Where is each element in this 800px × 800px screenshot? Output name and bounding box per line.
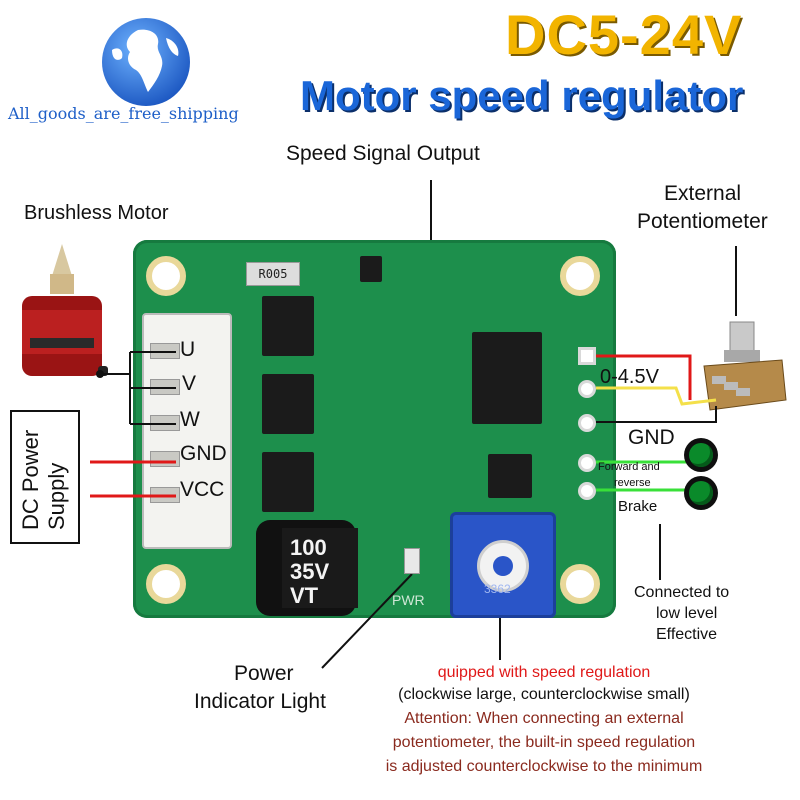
- attention-note-line2: potentiometer, the built-in speed regula…: [392, 734, 696, 751]
- speed-regulation-note: quipped with speed regulation: [437, 664, 651, 681]
- brake-label: Brake: [618, 498, 658, 515]
- direction-note: (clockwise large, counterclockwise small…: [398, 686, 690, 703]
- controller-ic: [472, 332, 542, 424]
- header-pad-4: [578, 454, 596, 472]
- speed-signal-output-label: Speed Signal Output: [286, 142, 480, 165]
- potentiometer-knob-slot: [493, 556, 513, 576]
- pwr-silkscreen: PWR: [392, 592, 425, 608]
- capacitor-value-line3: VT: [290, 583, 319, 608]
- capacitor-face: [282, 528, 358, 608]
- brushless-motor-icon: [22, 244, 108, 376]
- low-level-note-line3: Effective: [656, 626, 718, 643]
- external-potentiometer-label-line2: Potentiometer: [637, 210, 768, 233]
- mounting-hole-top-right: [560, 256, 600, 296]
- small-transistor: [360, 256, 382, 282]
- external-potentiometer-label-line1: External: [664, 182, 742, 205]
- power-led: [404, 548, 420, 574]
- attention-note-line1: Attention: When connecting an external: [404, 710, 684, 727]
- globe-logo-icon: [102, 18, 190, 106]
- pin-label-v: V: [182, 372, 197, 395]
- regulator-chip: [488, 454, 532, 498]
- attention-note-line3: is adjusted counterclockwise to the mini…: [385, 758, 703, 775]
- subtitle: Motor speed regulator: [300, 72, 744, 119]
- brushless-motor-label: Brushless Motor: [24, 202, 169, 224]
- voltage-range-label: 0-4.5V: [600, 366, 659, 388]
- potentiometer-code: 3362: [484, 582, 511, 596]
- resistor-r005: R005: [246, 262, 300, 286]
- mosfet-chip-2: [262, 374, 314, 434]
- external-potentiometer-icon: [703, 321, 787, 411]
- forward-reverse-switch-cap: [689, 443, 713, 467]
- power-indicator-label-line1: Power: [234, 662, 294, 685]
- logo-text: All_goods_are_free_shipping: [8, 104, 239, 123]
- dc-power-supply-label: DC Power Supply: [18, 429, 69, 530]
- header-pad-2: [578, 380, 596, 398]
- header-pad-1: [578, 347, 596, 365]
- pin-label-u: U: [180, 338, 196, 361]
- capacitor-value-line2: 35V: [290, 559, 330, 584]
- power-indicator-label-line2: Indicator Light: [194, 690, 326, 713]
- gnd-right-label: GND: [628, 426, 675, 449]
- header-pad-3: [578, 414, 596, 432]
- brake-switch-cap: [689, 481, 713, 505]
- pin-label-vcc: VCC: [180, 478, 225, 501]
- low-level-note-line1: Connected to: [634, 584, 730, 601]
- mounting-hole-bottom-left: [146, 564, 186, 604]
- header-pad-5: [578, 482, 596, 500]
- pin-label-gnd: GND: [180, 442, 227, 465]
- forward-reverse-label-line2: reverse: [614, 477, 651, 489]
- main-title: DC5-24V: [505, 3, 743, 66]
- capacitor-value-line1: 100: [290, 535, 327, 560]
- mounting-hole-top-left: [146, 256, 186, 296]
- mosfet-chip-3: [262, 452, 314, 512]
- forward-reverse-label-line1: Forward and: [598, 461, 660, 473]
- low-level-note-line2: low level: [656, 605, 718, 622]
- potentiometer-pointer-line: [735, 246, 737, 316]
- mounting-hole-bottom-right: [560, 564, 600, 604]
- dc-power-supply-box: [10, 410, 80, 544]
- pin-label-w: W: [180, 408, 200, 431]
- mosfet-chip-1: [262, 296, 314, 356]
